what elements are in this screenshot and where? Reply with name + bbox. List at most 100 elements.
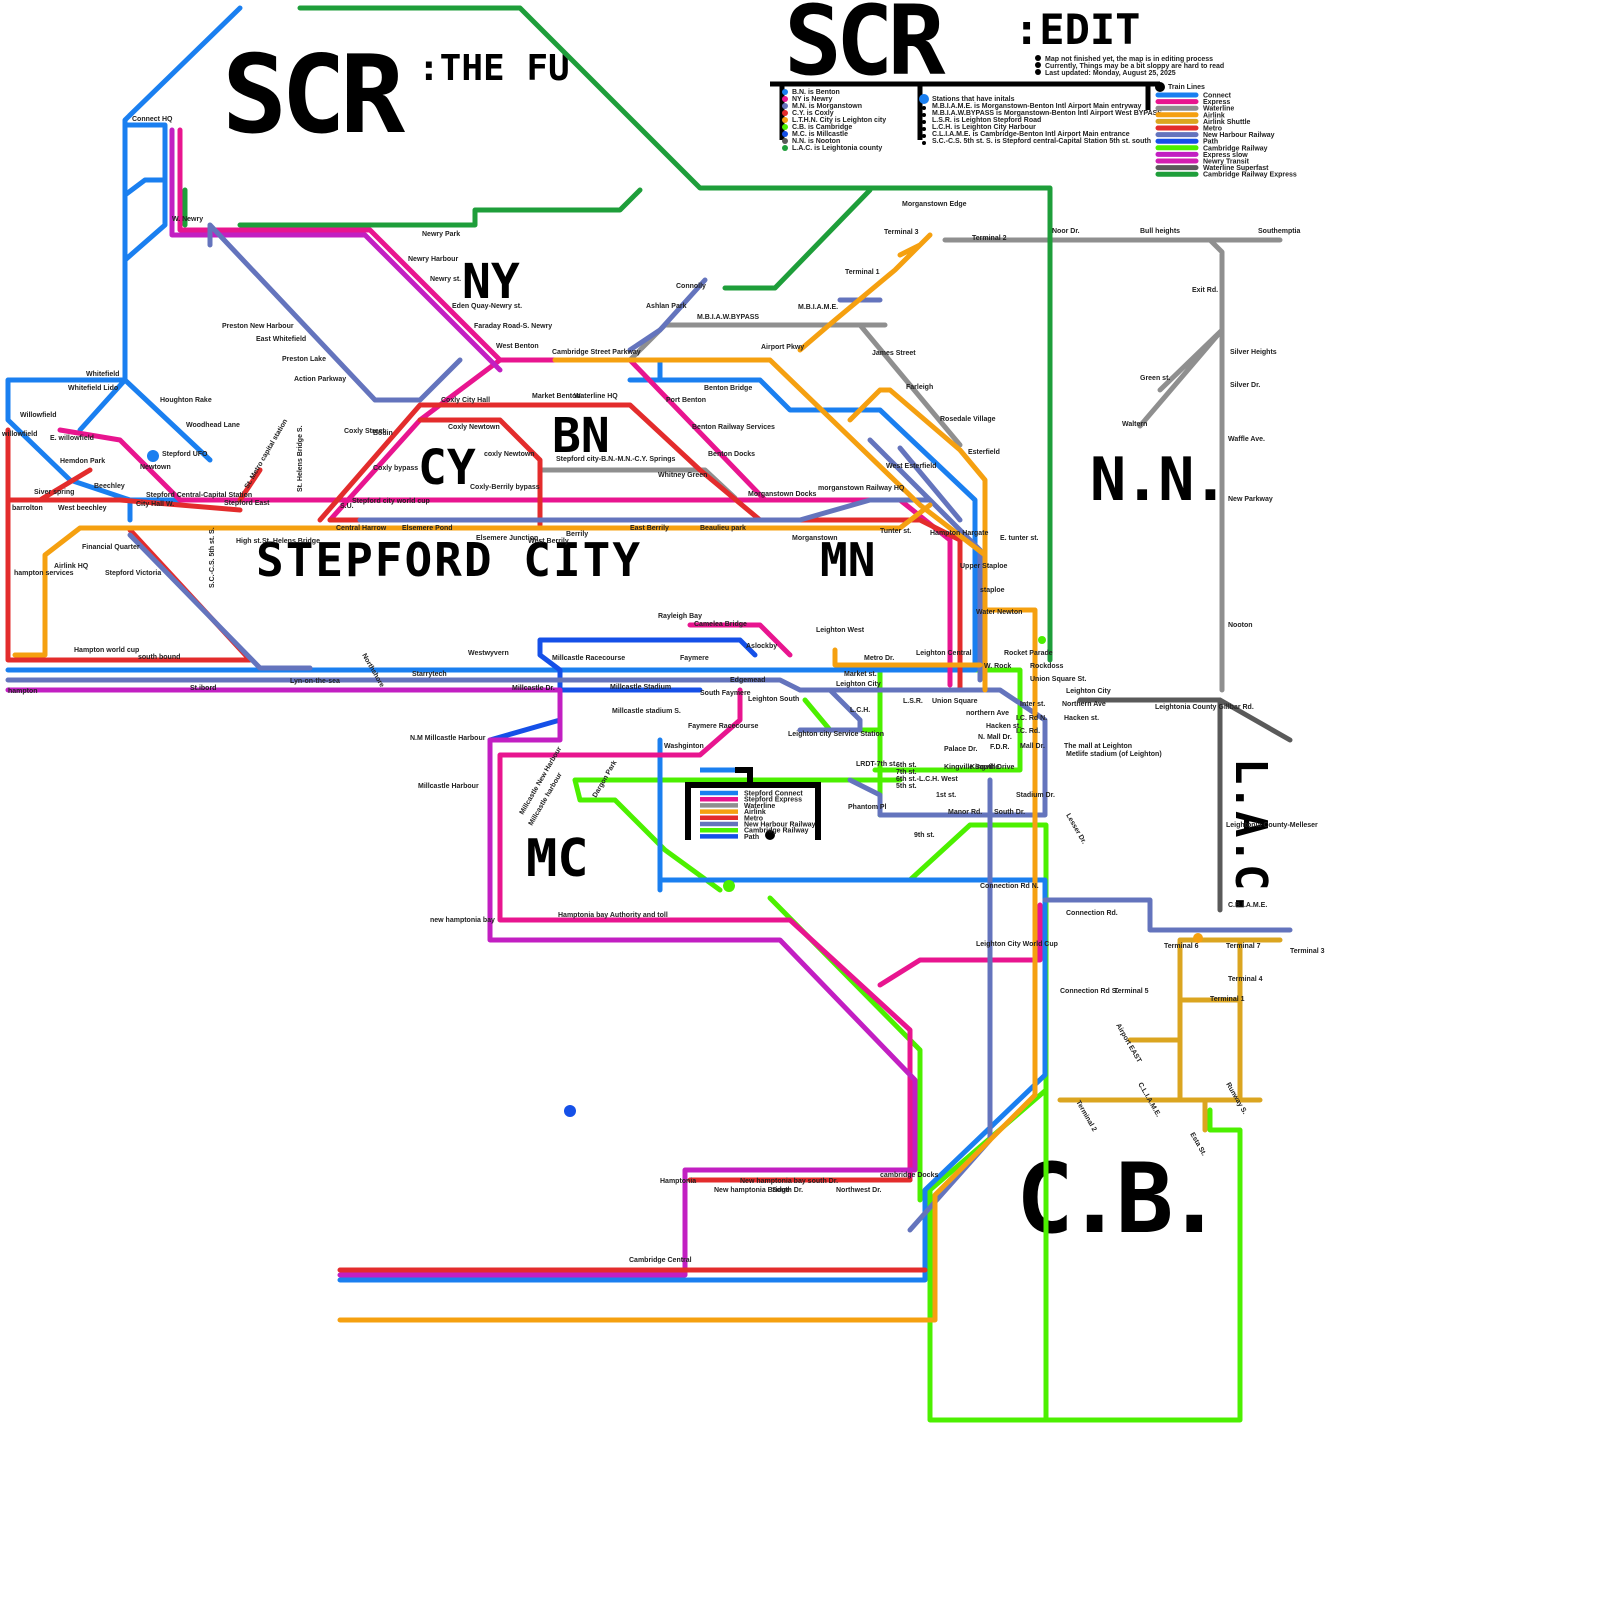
station-label[interactable]: Hemdon Park [60,458,105,465]
station-label[interactable]: New hamptonia bay south Dr. [740,1178,838,1185]
station-label[interactable]: Faraday Road-S. Newry [474,323,552,330]
station-label[interactable]: Hamptonia [660,1178,696,1185]
station-label[interactable]: E. willowfield [50,435,94,442]
station-label[interactable]: Stepford Victoria [105,570,161,577]
station-label[interactable]: Willowfield [20,412,57,419]
station-label[interactable]: LRDT-7th st. [856,761,897,768]
station-label[interactable]: St.ibord [190,685,216,692]
station-label[interactable]: 1st st. [936,792,956,799]
station-label[interactable]: Northwest Dr. [836,1187,882,1194]
station-label[interactable]: Benton Railway Services [692,424,775,431]
station-label[interactable]: Coxly City Hall [441,397,490,404]
station-label[interactable]: Terminal 1 [1210,996,1245,1003]
station-label[interactable]: Newtown [140,464,171,471]
station-label[interactable]: Elsemere Pond [402,525,453,532]
station-label[interactable]: Terminal 3 [884,229,919,236]
station-label[interactable]: Esterfield [968,449,1000,456]
station-label[interactable]: Leighton City [1066,688,1111,695]
station-label[interactable]: I.C. Rd. [1016,728,1040,735]
station-label[interactable]: Edgemead [730,677,765,684]
station-label[interactable]: Hacken st. [986,723,1021,730]
station-label[interactable]: Lesser Dr. [1064,813,1087,846]
station-label[interactable]: New Parkway [1228,496,1273,503]
station-label[interactable]: W. Newry [172,216,203,223]
station-label[interactable]: Silver Dr. [1230,382,1260,389]
station-label[interactable]: Connolly [676,283,706,290]
station-label[interactable]: Millcastle Racecourse [552,655,625,662]
station-label[interactable]: Millcastle Dr. [512,685,555,692]
station-label[interactable]: Green st. [1140,375,1170,382]
station-label[interactable]: northern Ave [966,710,1009,717]
station-label[interactable]: Leightonia County-Melleser [1226,822,1318,829]
station-label[interactable]: Waltern [1122,421,1147,428]
station-label[interactable]: Coxly-Berrily bypass [470,484,540,491]
station-label[interactable]: L.S.R. [903,698,923,705]
station-label[interactable]: South Dr. [994,809,1025,816]
station-label[interactable]: Terminal 6 [1164,943,1199,950]
station-label[interactable]: Tunter st. [880,528,911,535]
station-label[interactable]: C.B.I.A.M.E. [1228,902,1267,909]
station-label[interactable]: Preston New Harbour [222,323,294,330]
station-label[interactable]: Houghton Rake [160,397,212,404]
station-label[interactable]: Morganstown [792,535,838,542]
station-label[interactable]: S.C.-C.S. 5th st. S. [209,527,216,588]
station-label[interactable]: James Street [872,350,916,357]
station-label[interactable]: N. Mall Dr. [978,734,1012,741]
station-label[interactable]: Newry st. [430,276,461,283]
station-label[interactable]: Market st. [844,671,877,678]
station-label[interactable]: Starrytech [412,671,447,678]
station-label[interactable]: Newry Harbour [408,256,458,263]
station-label[interactable]: West Benton [496,343,539,350]
station-label[interactable]: barrolton [12,505,43,512]
station-label[interactable]: Faymere [680,655,709,662]
station-label[interactable]: Stepford Central-Capital Station [146,492,252,499]
station-label[interactable]: City Hall W. [136,501,174,508]
station-label[interactable]: Preston Lake [282,356,326,363]
station-label[interactable]: M.B.I.A.W.BYPASS [697,314,759,321]
station-label[interactable]: Coxly bypass [373,465,418,472]
station-label[interactable]: Farleigh [906,384,933,391]
station-label[interactable]: hampton [8,688,38,695]
station-label[interactable]: Union Square St. [1030,676,1086,683]
station-label[interactable]: Noor Dr. [1052,228,1080,235]
station-label[interactable]: South Faymere [700,690,751,697]
station-label[interactable]: morganstown Railway HQ [818,485,905,492]
station-label[interactable]: Leighton City World Cup [976,941,1058,948]
station-label[interactable]: Palace Dr. [944,746,978,753]
station-label[interactable]: 9th st. [914,832,935,839]
station-label[interactable]: 6th st.-L.C.H. West [896,776,958,783]
station-label[interactable]: Leighton City [836,681,881,688]
station-label[interactable]: Leighton city Service Station [788,731,884,738]
station-label[interactable]: Terminal 2 [972,235,1007,242]
station-label[interactable]: Waterline HQ [574,393,618,400]
station-label[interactable]: Coxly Street [344,428,386,435]
station-label[interactable]: Siver spring [34,489,74,496]
station-label[interactable]: 5th st. [896,783,917,790]
station-label[interactable]: Leighton Central [916,650,972,657]
station-label[interactable]: Westwyvern [468,650,509,657]
station-label[interactable]: willowfield [1,431,37,438]
station-label[interactable]: St. Helens Bridge S. [297,425,304,492]
station-label[interactable]: Hampton world cup [74,647,139,654]
station-label[interactable]: St. Metro capital station [244,418,290,490]
station-label[interactable]: Nooton [1228,622,1253,629]
station-label[interactable]: Beaulieu park [700,525,746,532]
station-label[interactable]: staploe [980,587,1005,594]
station-label[interactable]: Central Harrow [336,525,387,532]
station-label[interactable]: Market Benton [532,393,581,400]
station-label[interactable]: The mall at Leighton [1064,743,1132,750]
station-label[interactable]: Terminal 3 [1290,948,1325,955]
station-label[interactable]: West Berrily [528,538,569,545]
station-label[interactable]: East Berrily [630,525,669,532]
station-label[interactable]: Northern Ave [1062,701,1106,708]
station-label[interactable]: Terminal 1 [845,269,880,276]
station-label[interactable]: Aslockby [746,643,777,650]
station-label[interactable]: N.M Millcastle Harbour [410,735,486,742]
station-label[interactable]: Cambridge Street Parkway [552,349,641,356]
station-label[interactable]: Whitney Green [658,472,707,479]
station-label[interactable]: Bodin [373,430,393,437]
station-label[interactable]: 7th st. [896,769,917,776]
station-label[interactable]: S.U. [340,503,354,510]
station-label[interactable]: Terminal 5 [1114,988,1149,995]
station-label[interactable]: E. tunter st. [1000,535,1039,542]
